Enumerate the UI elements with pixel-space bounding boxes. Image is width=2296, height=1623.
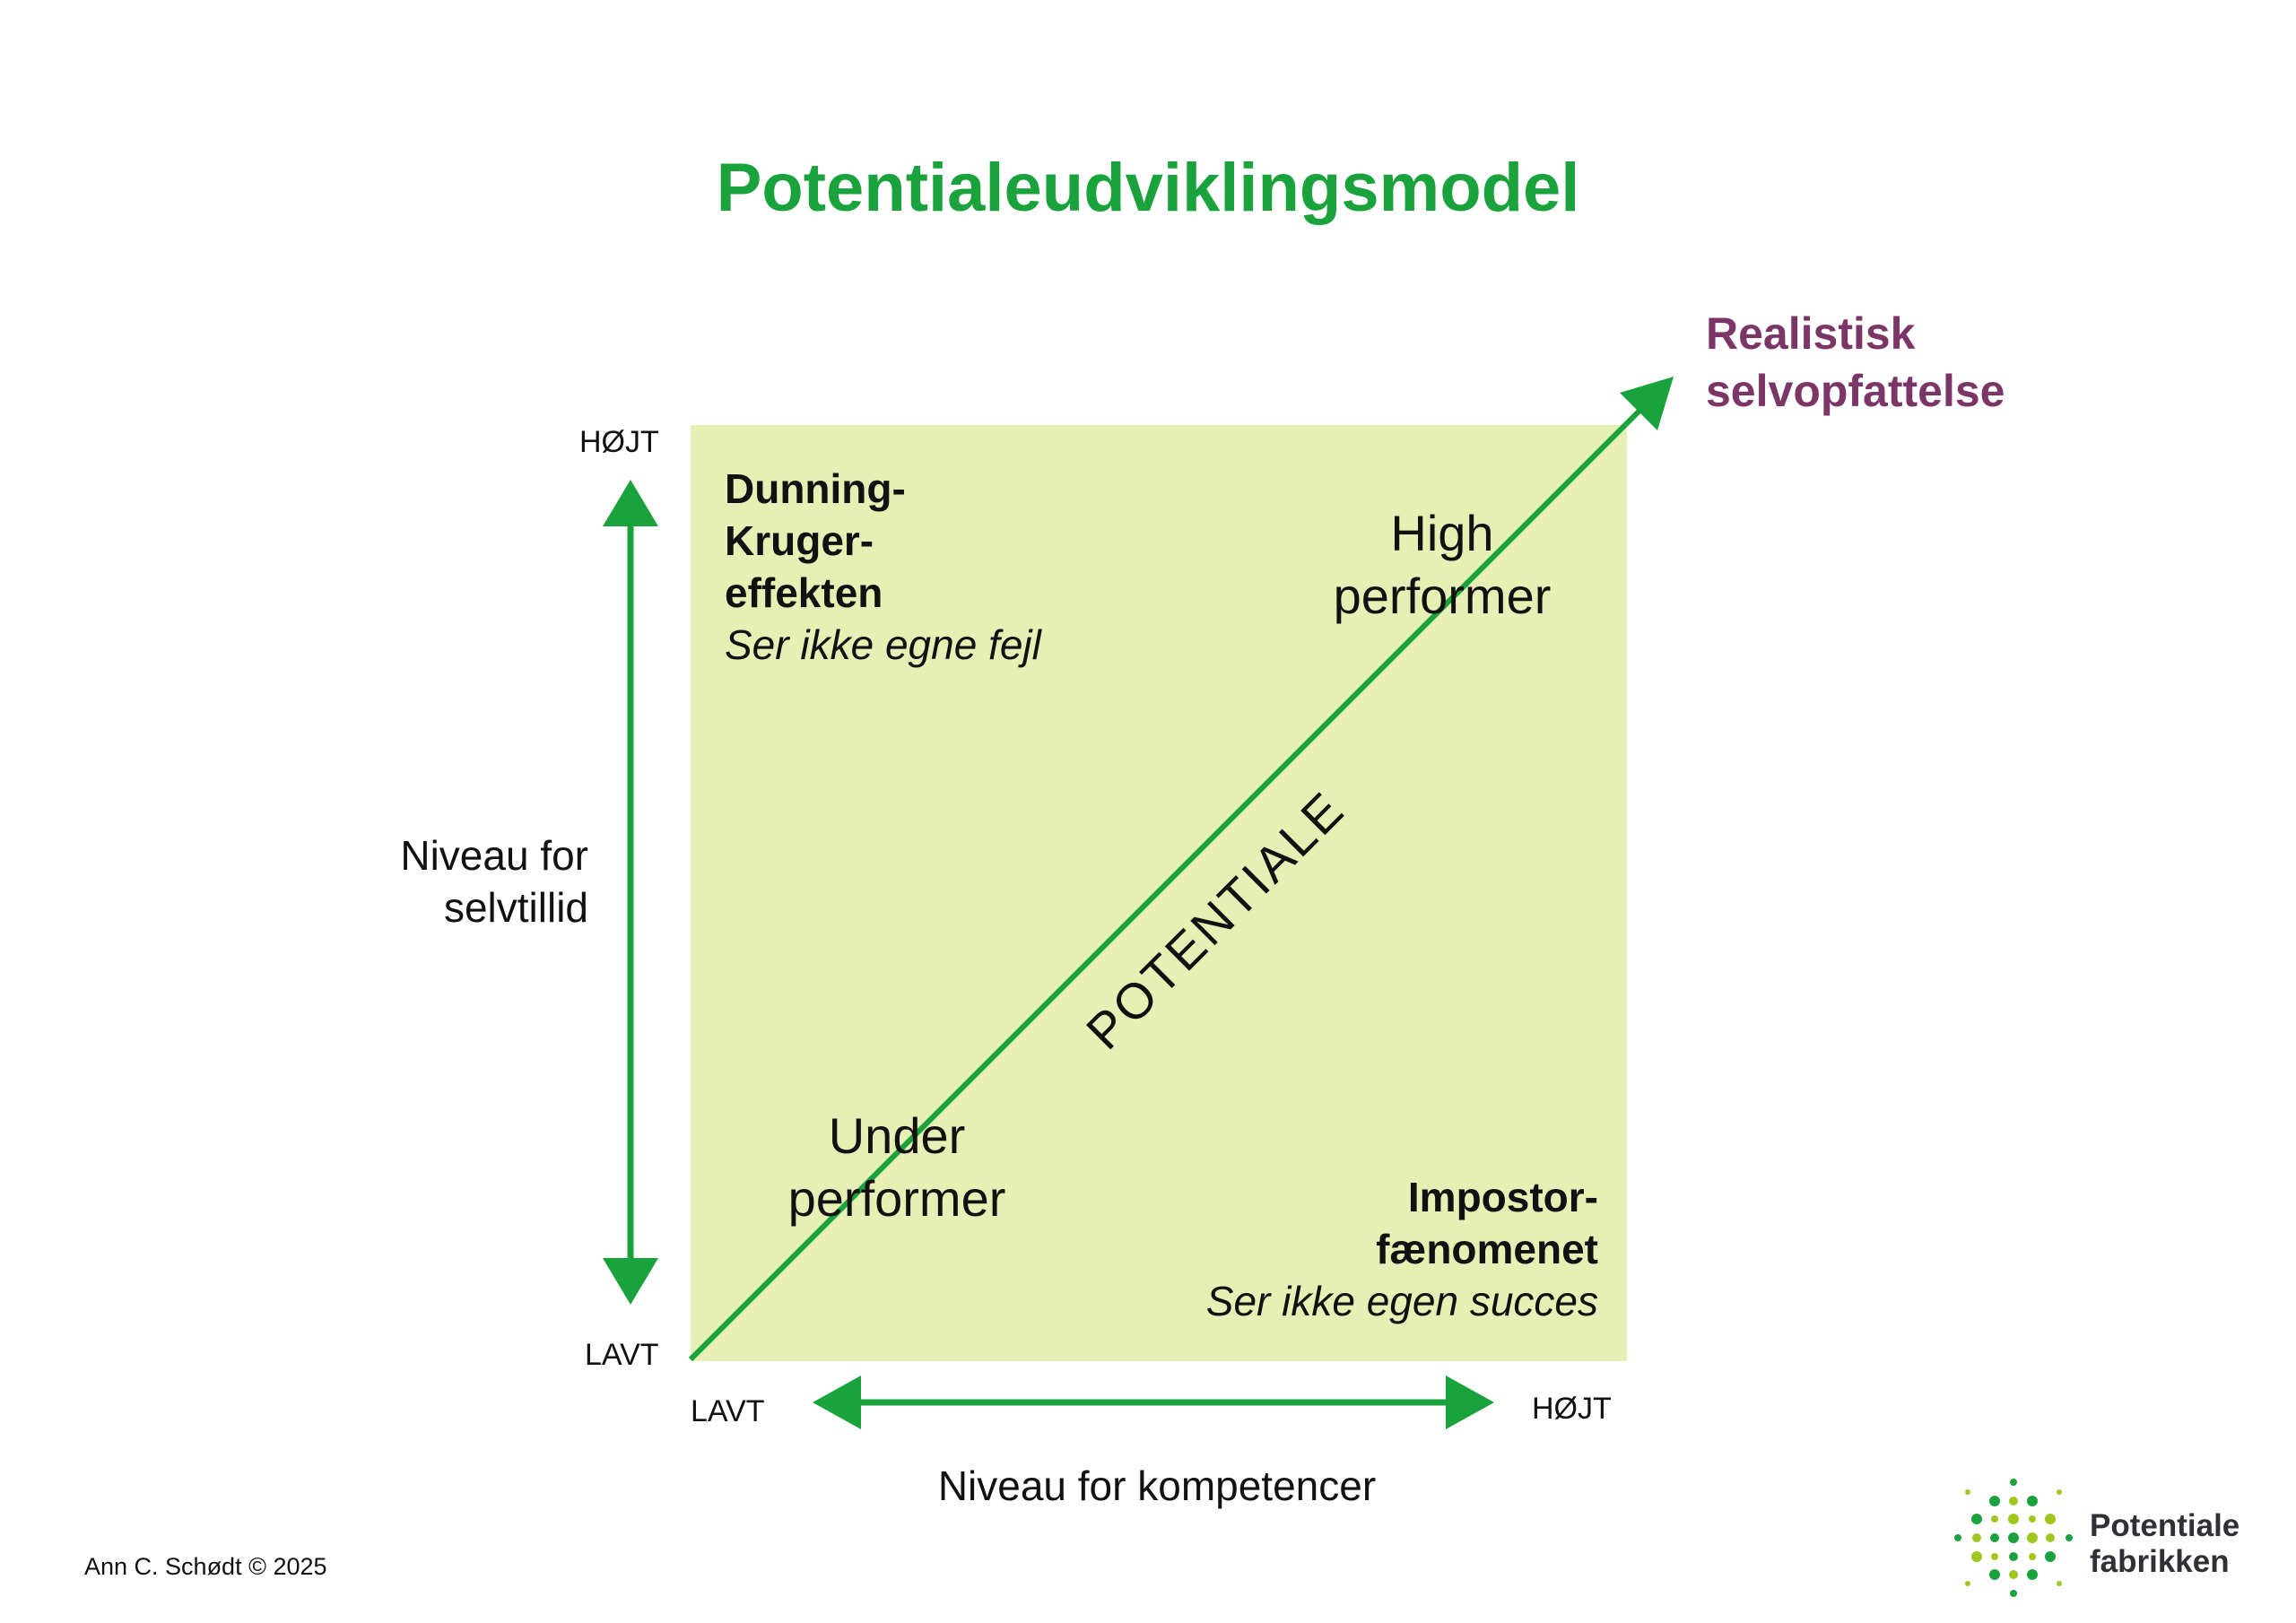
quadrant-impostor: Impostor- fænomenet Ser ikke egen succes [1058,1171,1598,1327]
logo-line1: Potentiale [2090,1508,2240,1543]
y-axis-high-label: HØJT [579,425,659,459]
impostor-line2: fænomenet [1376,1226,1598,1272]
logo-line2: fabrikken [2090,1544,2230,1579]
impostor-description: Ser ikke egen succes [1205,1278,1598,1324]
realistic-line1: Realistisk [1706,308,1916,359]
dot-burst-icon [1954,1479,2073,1597]
x-axis-arrow [813,1376,1494,1429]
x-axis-low-label: LAVT [691,1394,765,1428]
y-axis-title: Niveau for selvtillid [341,829,588,933]
quadrant-dunning-kruger: Dunning- Kruger- effekten Ser ikke egne … [725,463,1041,671]
logo-wordmark: Potentiale fabrikken [2090,1508,2239,1580]
dunning-kruger-description: Ser ikke egne fejl [725,621,1041,668]
x-axis-high-label: HØJT [1532,1392,1612,1426]
y-axis-title-line2: selvtillid [443,884,588,931]
dunning-kruger-line2: Kruger- [725,517,874,564]
potential-diagonal-arrow [688,377,1674,1362]
high-performer-line2: performer [1333,568,1552,624]
copyright: Ann C. Schødt © 2025 [84,1553,327,1580]
y-axis-low-label: LAVT [585,1338,659,1372]
high-performer-line1: High [1390,505,1494,561]
dunning-kruger-line3: effekten [725,569,883,616]
page-title: Potentialeudviklingsmodel [716,150,1580,226]
under-performer-line2: performer [787,1170,1006,1227]
y-axis-arrow [603,480,658,1305]
impostor-line1: Impostor- [1407,1174,1598,1220]
quadrant-high-performer: High performer [1292,502,1593,628]
realistic-self-perception: Realistisk selvopfattelse [1706,305,2005,420]
under-performer-line1: Under [828,1107,966,1164]
dunning-kruger-line1: Dunning- [725,465,906,512]
y-axis-title-line1: Niveau for [400,832,588,879]
quadrant-under-performer: Under performer [753,1105,1040,1230]
x-axis-title: Niveau for kompetencer [937,1462,1377,1509]
realistic-line2: selvopfattelse [1706,366,2005,416]
